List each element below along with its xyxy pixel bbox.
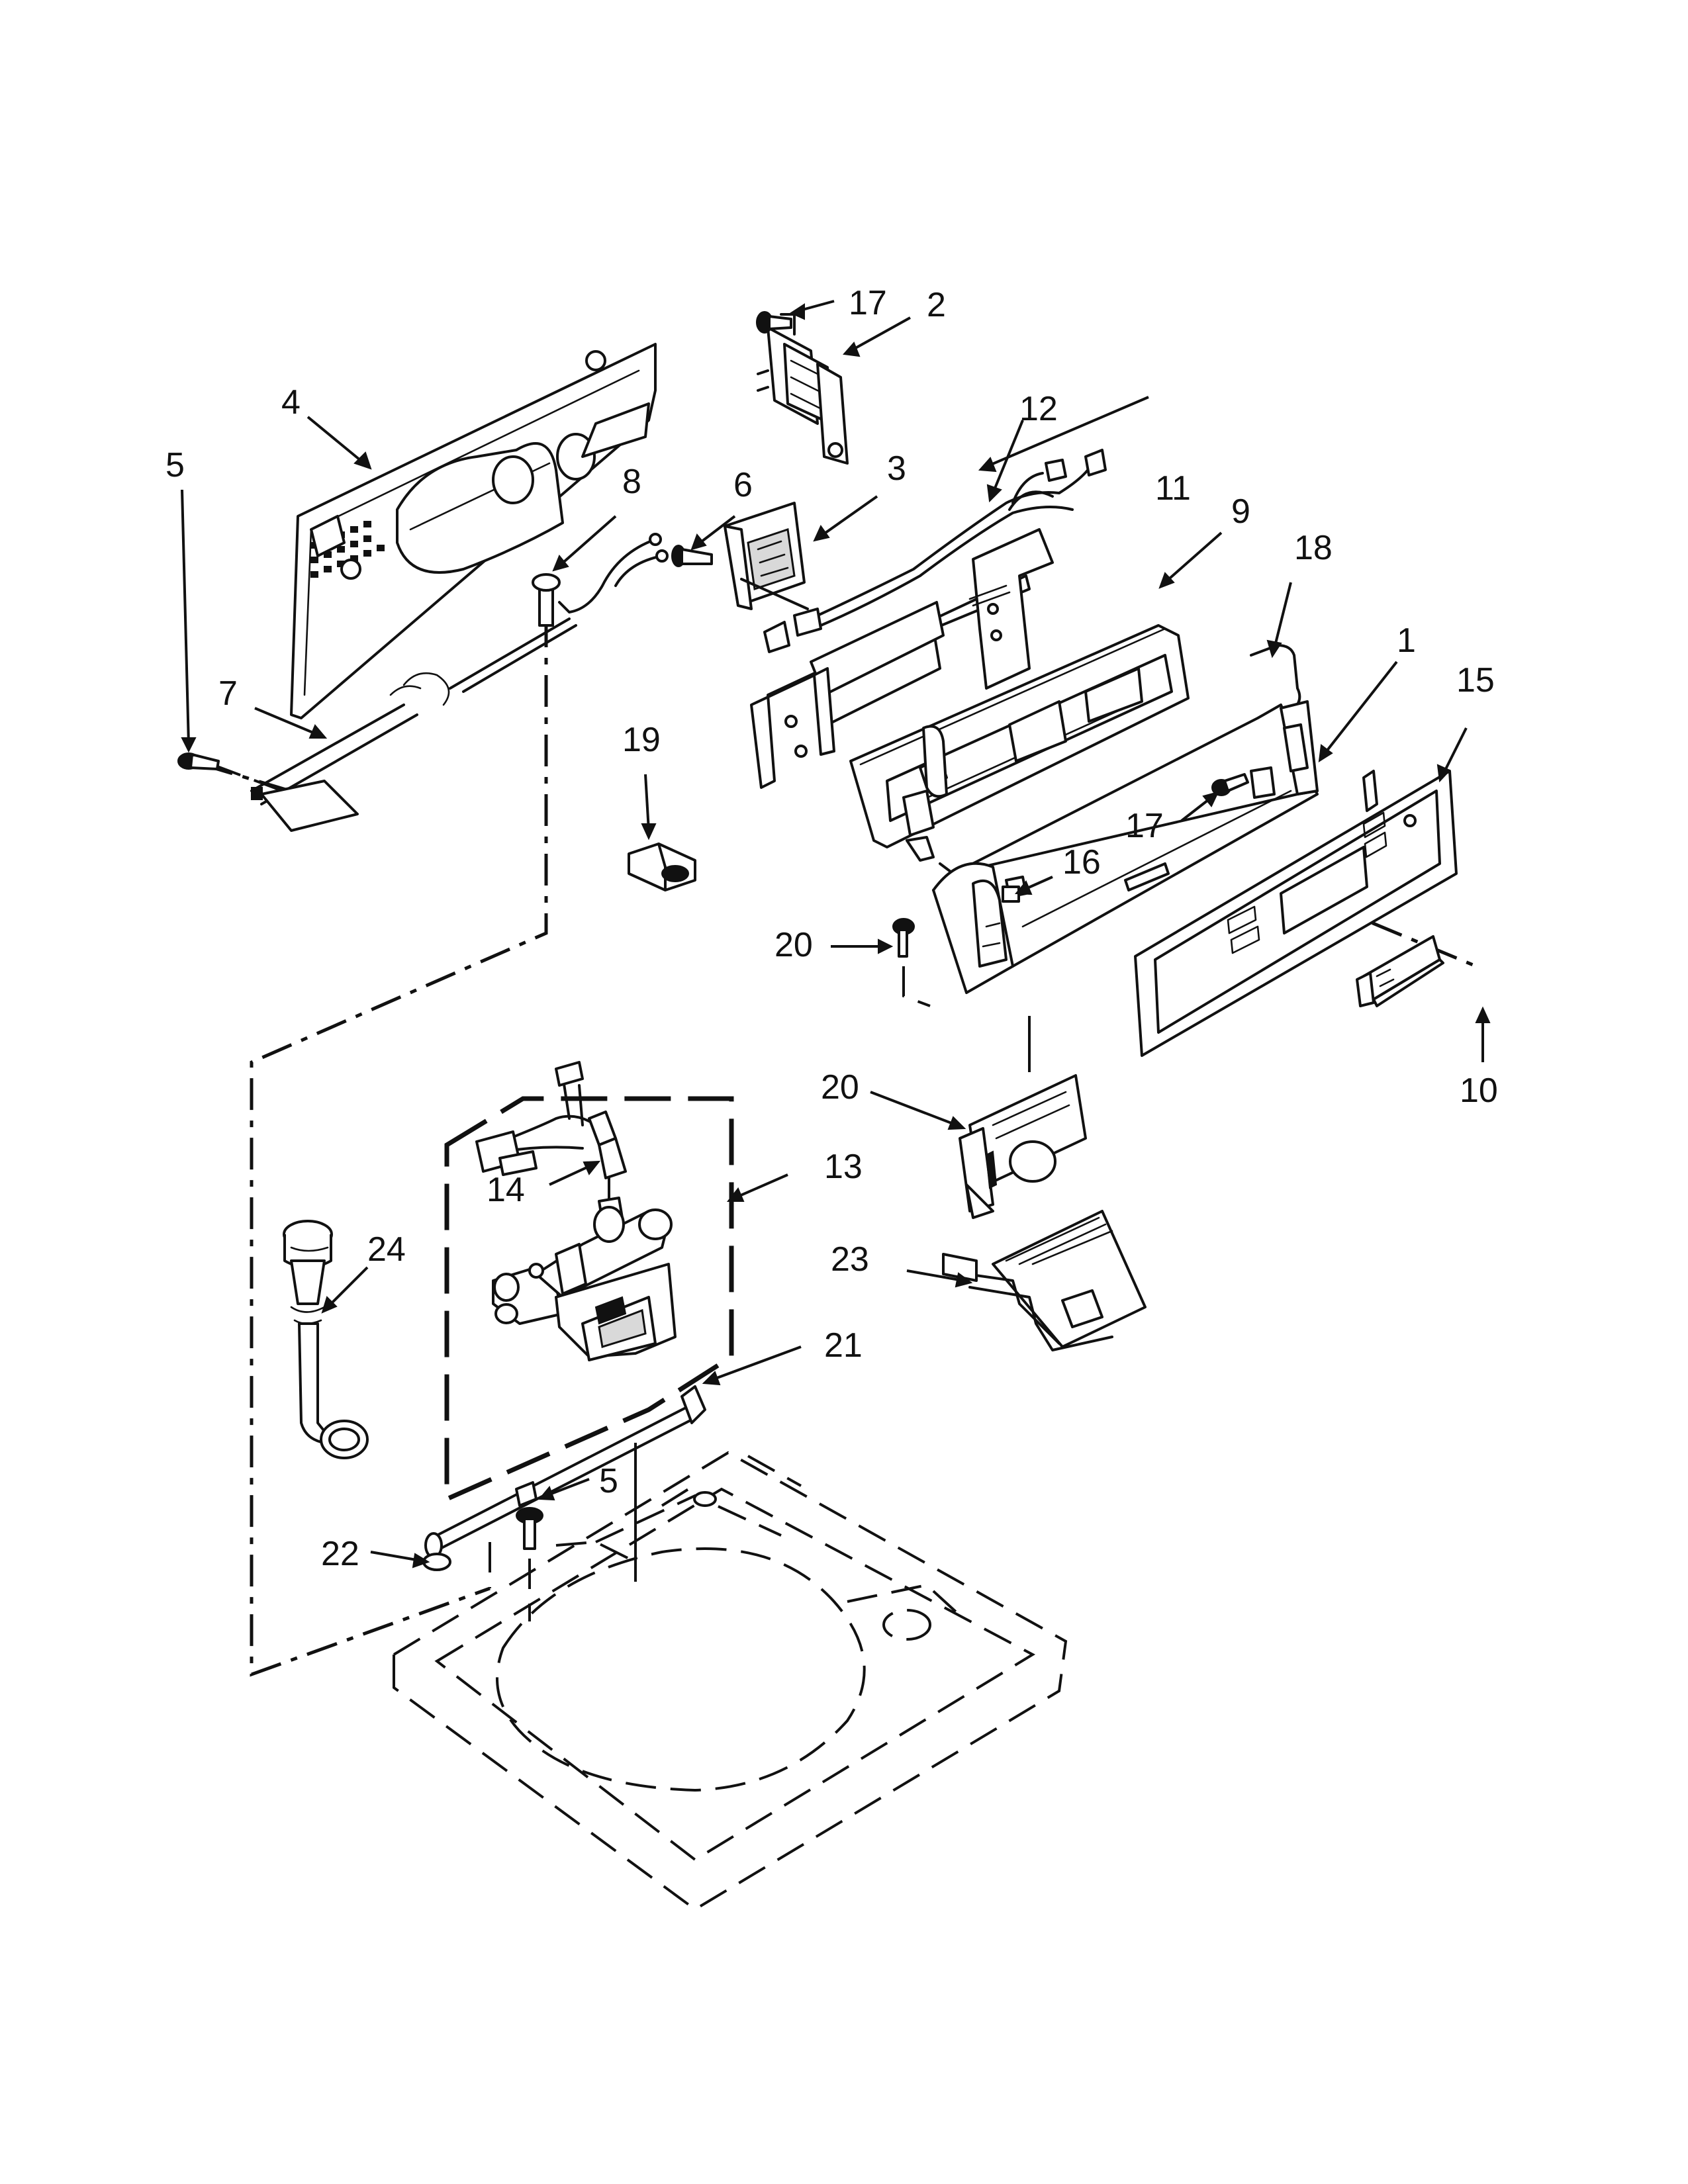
part-7-wire-harness <box>250 533 669 832</box>
part-3-control-module <box>724 502 809 610</box>
callout-20-assembly: 20 <box>821 1068 859 1107</box>
callout-16: 16 <box>1062 843 1101 882</box>
part-5-screw-top <box>177 752 292 796</box>
part-10-cover <box>1356 935 1444 1007</box>
part-14-water-valve-harness <box>475 1061 627 1222</box>
part-2-transformer <box>757 313 849 465</box>
part-13-dashed-box <box>444 1096 734 1503</box>
callout-18: 18 <box>1294 529 1333 567</box>
part-20-screw <box>892 918 931 1007</box>
part-6-screw <box>671 545 713 567</box>
part-24-hose <box>283 1220 369 1459</box>
callout-17-middle: 17 <box>1125 807 1164 845</box>
part-17-screw-middle <box>1211 773 1249 796</box>
callout-24: 24 <box>367 1230 406 1269</box>
callout-2: 2 <box>927 286 946 324</box>
part-8-screw <box>532 573 561 627</box>
part-5-screw-lower <box>515 1481 543 1621</box>
callout-6: 6 <box>733 466 753 504</box>
callout-1: 1 <box>1397 621 1416 660</box>
callout-21: 21 <box>824 1326 863 1365</box>
callout-7: 7 <box>218 674 238 713</box>
callout-11: 11 <box>1155 469 1191 508</box>
part-15-bezel <box>1134 770 1458 1057</box>
callout-14: 14 <box>487 1171 525 1209</box>
leader-lines <box>181 300 1491 1569</box>
part-20-switch-assembly <box>959 1016 1087 1219</box>
callout-5-top: 5 <box>165 446 185 484</box>
part-13-water-valve <box>492 1206 677 1361</box>
washer-top-panel <box>393 1451 1068 1911</box>
callout-17-top: 17 <box>849 284 887 322</box>
part-4-console-rear-panel <box>290 343 657 719</box>
callout-23: 23 <box>831 1240 869 1279</box>
callout-9: 9 <box>1231 492 1250 531</box>
part-19-knob <box>628 842 696 891</box>
callout-5-lower: 5 <box>599 1462 618 1500</box>
part-21-tube <box>424 1385 706 1559</box>
part-12-wire-harness <box>763 449 1107 653</box>
callout-19: 19 <box>622 721 661 759</box>
callout-8: 8 <box>622 463 641 501</box>
part-17-screw-top <box>756 311 792 334</box>
part-9-console-frame <box>849 624 1190 862</box>
callout-22: 22 <box>321 1535 359 1573</box>
callout-3: 3 <box>887 449 906 488</box>
part-11-circuit-board <box>750 528 1054 789</box>
callout-labels: 17 2 4 12 5 8 6 3 11 9 18 1 15 7 19 17 1… <box>165 284 1498 1573</box>
callout-15: 15 <box>1456 661 1495 700</box>
callout-13: 13 <box>824 1148 863 1186</box>
callout-4: 4 <box>281 383 301 422</box>
callout-12: 12 <box>1019 390 1058 428</box>
callout-20-screw: 20 <box>774 926 813 964</box>
part-23-sensor-assembly <box>942 1210 1147 1351</box>
callout-10: 10 <box>1460 1071 1498 1110</box>
